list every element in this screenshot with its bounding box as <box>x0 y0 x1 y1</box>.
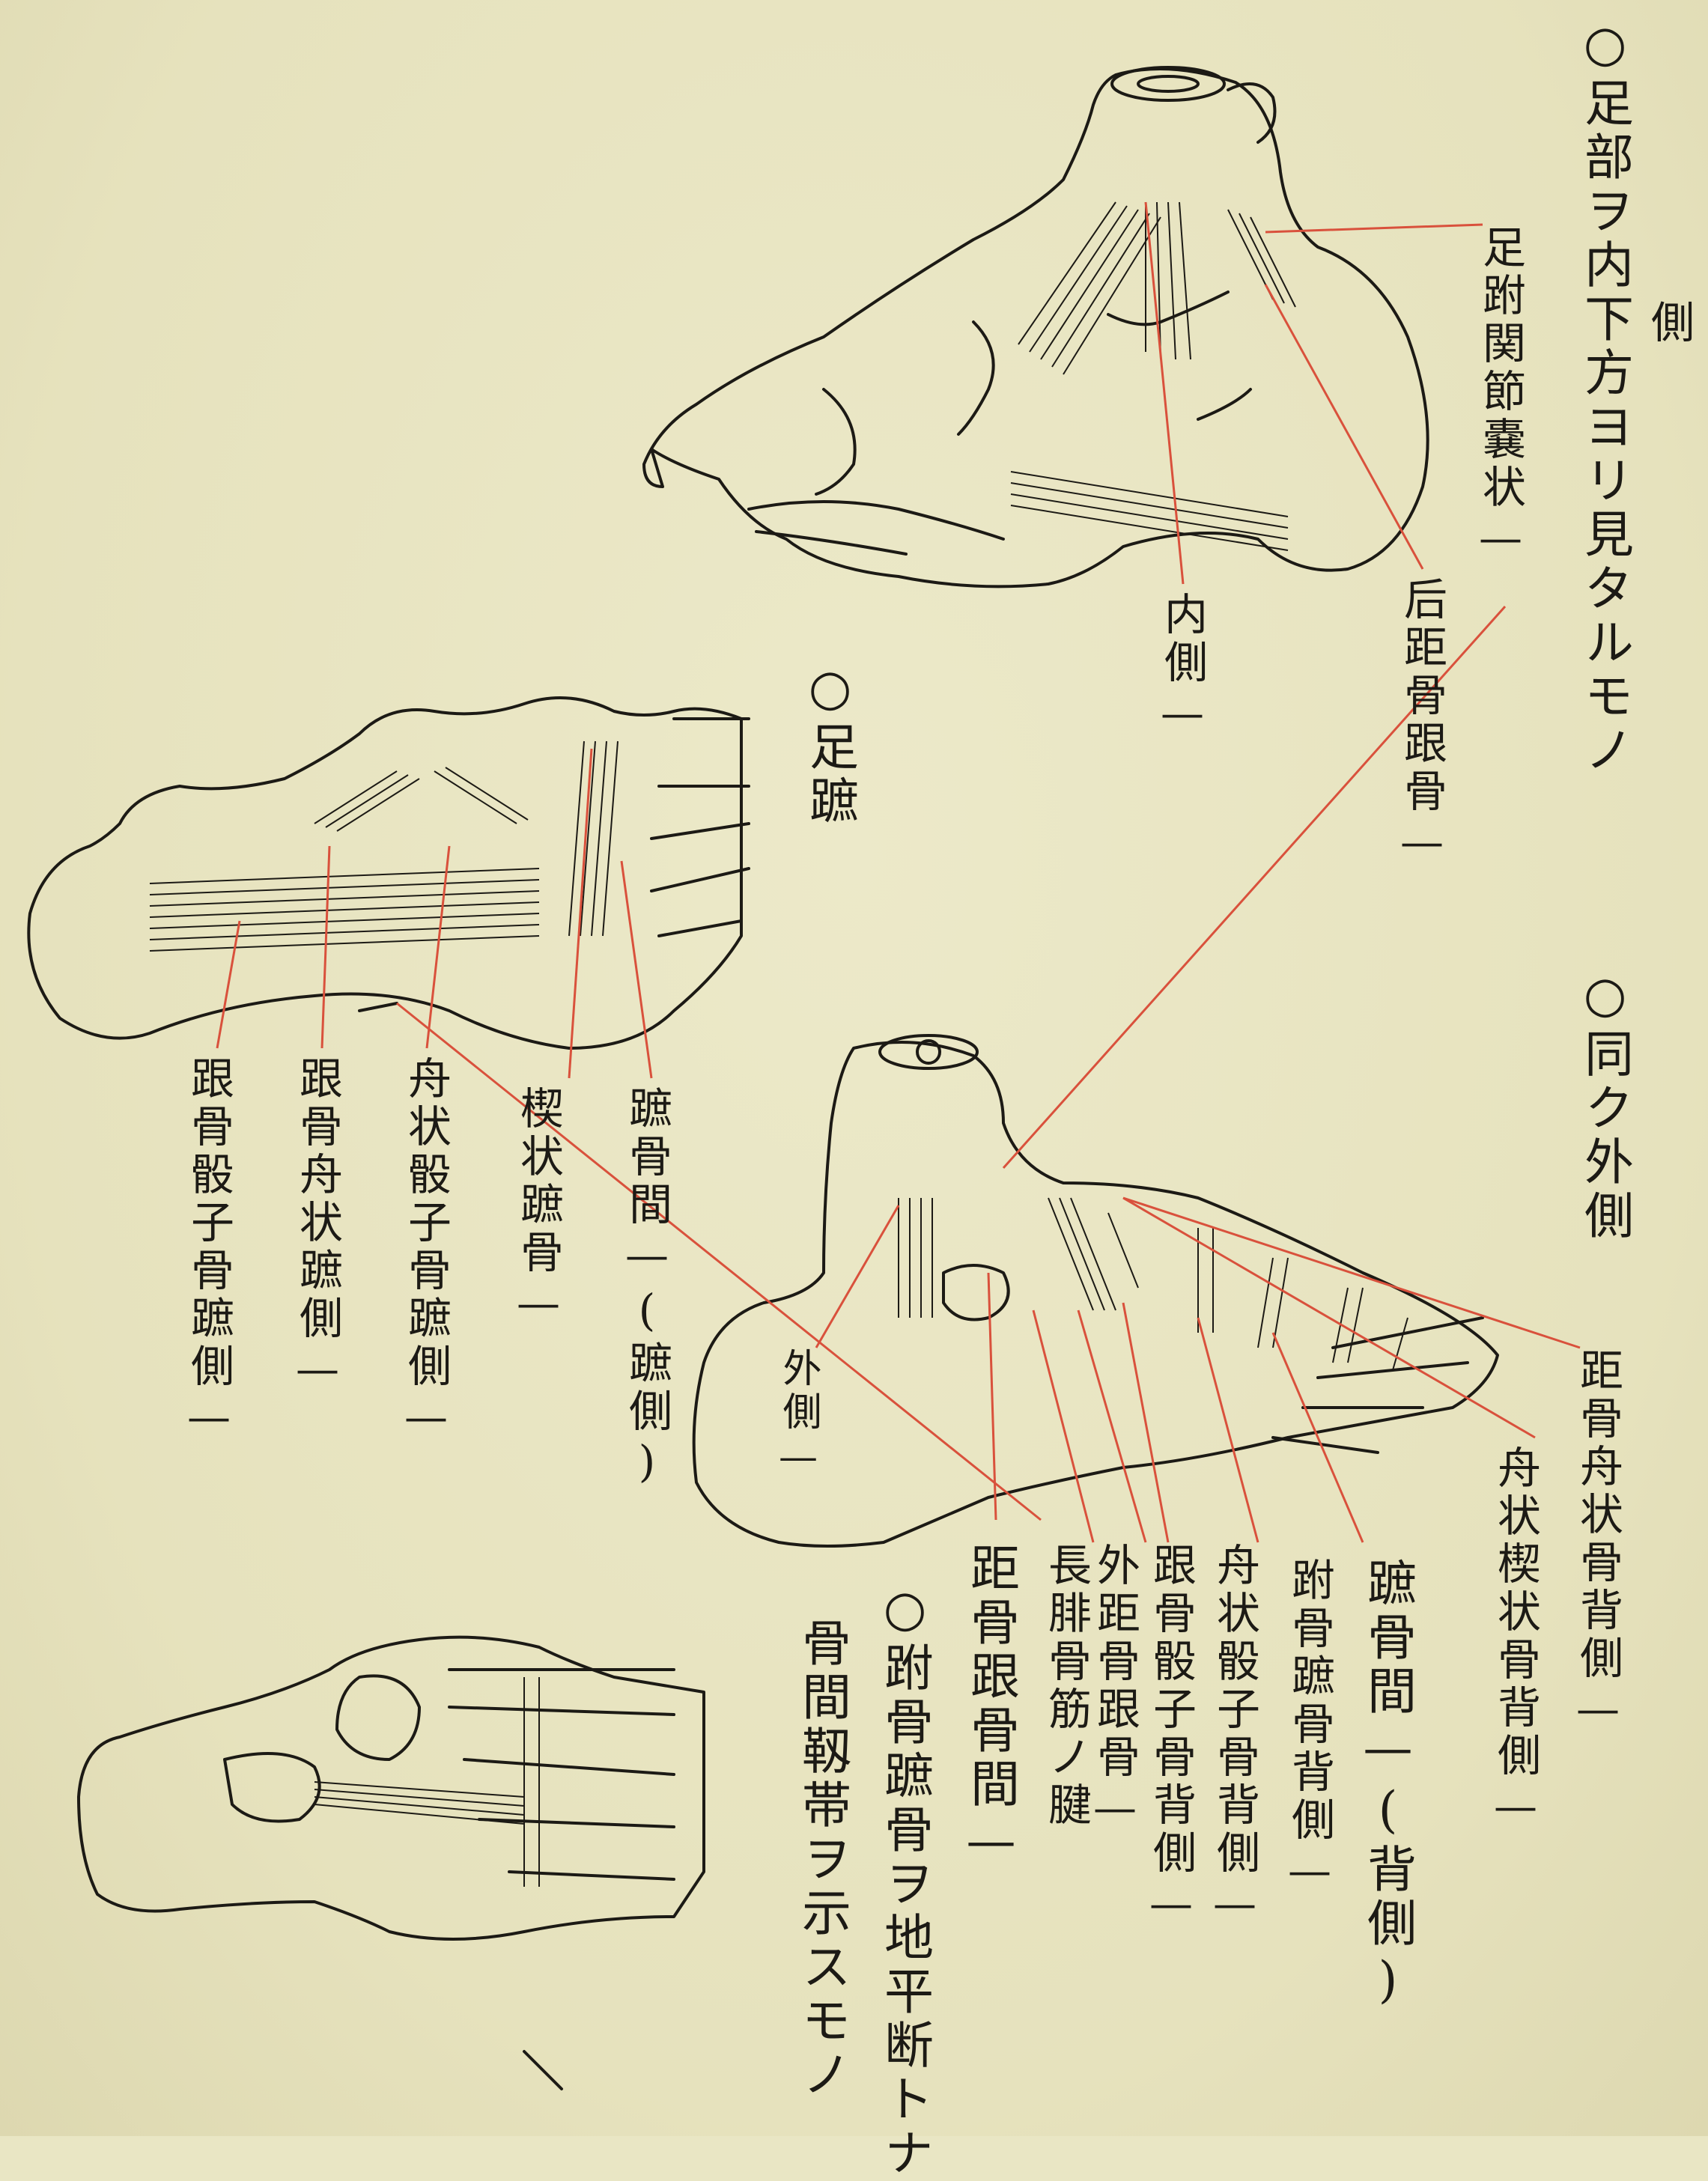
heading-sole-view: ○足蹠 <box>805 659 854 829</box>
label-peroneus-longus-tendon: 長腓骨筋ノ腱 <box>1045 1542 1088 1830</box>
label-medial: 内側— <box>1161 591 1204 743</box>
label-calcaneonavicular-plantar: 跟骨舟状蹠側— <box>296 1056 339 1399</box>
label-joint-capsule: 足跗関節嚢状— <box>1479 225 1522 568</box>
label-intermetatarsal-dorsal: 蹠骨間—(背側) <box>1363 1557 1412 2013</box>
label-cuneiform-metatarsal: 楔状蹠骨— <box>517 1086 560 1333</box>
label-tarsometatarsal-dorsal: 跗骨蹠骨背側— <box>1288 1557 1331 1900</box>
foot-illustration-section <box>79 1637 704 1939</box>
label-lateral: 外側— <box>779 1348 818 1484</box>
label-posterior-talocalcaneal: 后距骨跟骨— <box>1400 577 1444 872</box>
label-lateral-talocalcaneal: 外距骨跟骨— <box>1093 1542 1137 1837</box>
label-calcaneocuboid-plantar: 跟骨骰子骨蹠側— <box>187 1056 231 1447</box>
heading-section-note-2: 骨間靱帯ヲ示スモノ <box>797 1617 847 2102</box>
heading-outer-view: ○同ク外側 <box>1580 966 1629 1244</box>
ink-mark <box>524 2051 562 2089</box>
label-intermetatarsal-plantar: 蹠骨間—(蹠側) <box>625 1086 669 1491</box>
label-navicular-cuneiform-dorsal: 舟状楔状骨背側— <box>1494 1445 1537 1836</box>
label-talonavicular-dorsal: 距骨舟状骨背側— <box>1576 1348 1620 1739</box>
label-navicular-cuboid-plantar: 舟状骰子骨蹠側— <box>404 1056 448 1447</box>
label-calcaneocuboid-dorsal: 跟骨骰子骨背側— <box>1149 1542 1193 1933</box>
label-navicular-cuboid-dorsal: 舟状骰子骨背側— <box>1213 1542 1256 1933</box>
label-talocalcaneal-interosseous: 距骨跟骨間— <box>966 1542 1015 1874</box>
heading-section-note-1: ○跗骨蹠骨ヲ地平断トナ <box>880 1580 929 2181</box>
foot-illustration-medial <box>644 67 1428 586</box>
heading-top-view: ○足部ヲ内下方ヨリ見タルモノ <box>1580 15 1629 778</box>
heading-top-view-side: 側 <box>1647 299 1691 347</box>
foot-ligament-illustrations <box>0 0 1708 2136</box>
anatomy-plate: ○足部ヲ内下方ヨリ見タルモノ 側 足跗関節嚢状— 内側— 后距骨跟骨— ○足蹠 … <box>0 0 1708 2136</box>
